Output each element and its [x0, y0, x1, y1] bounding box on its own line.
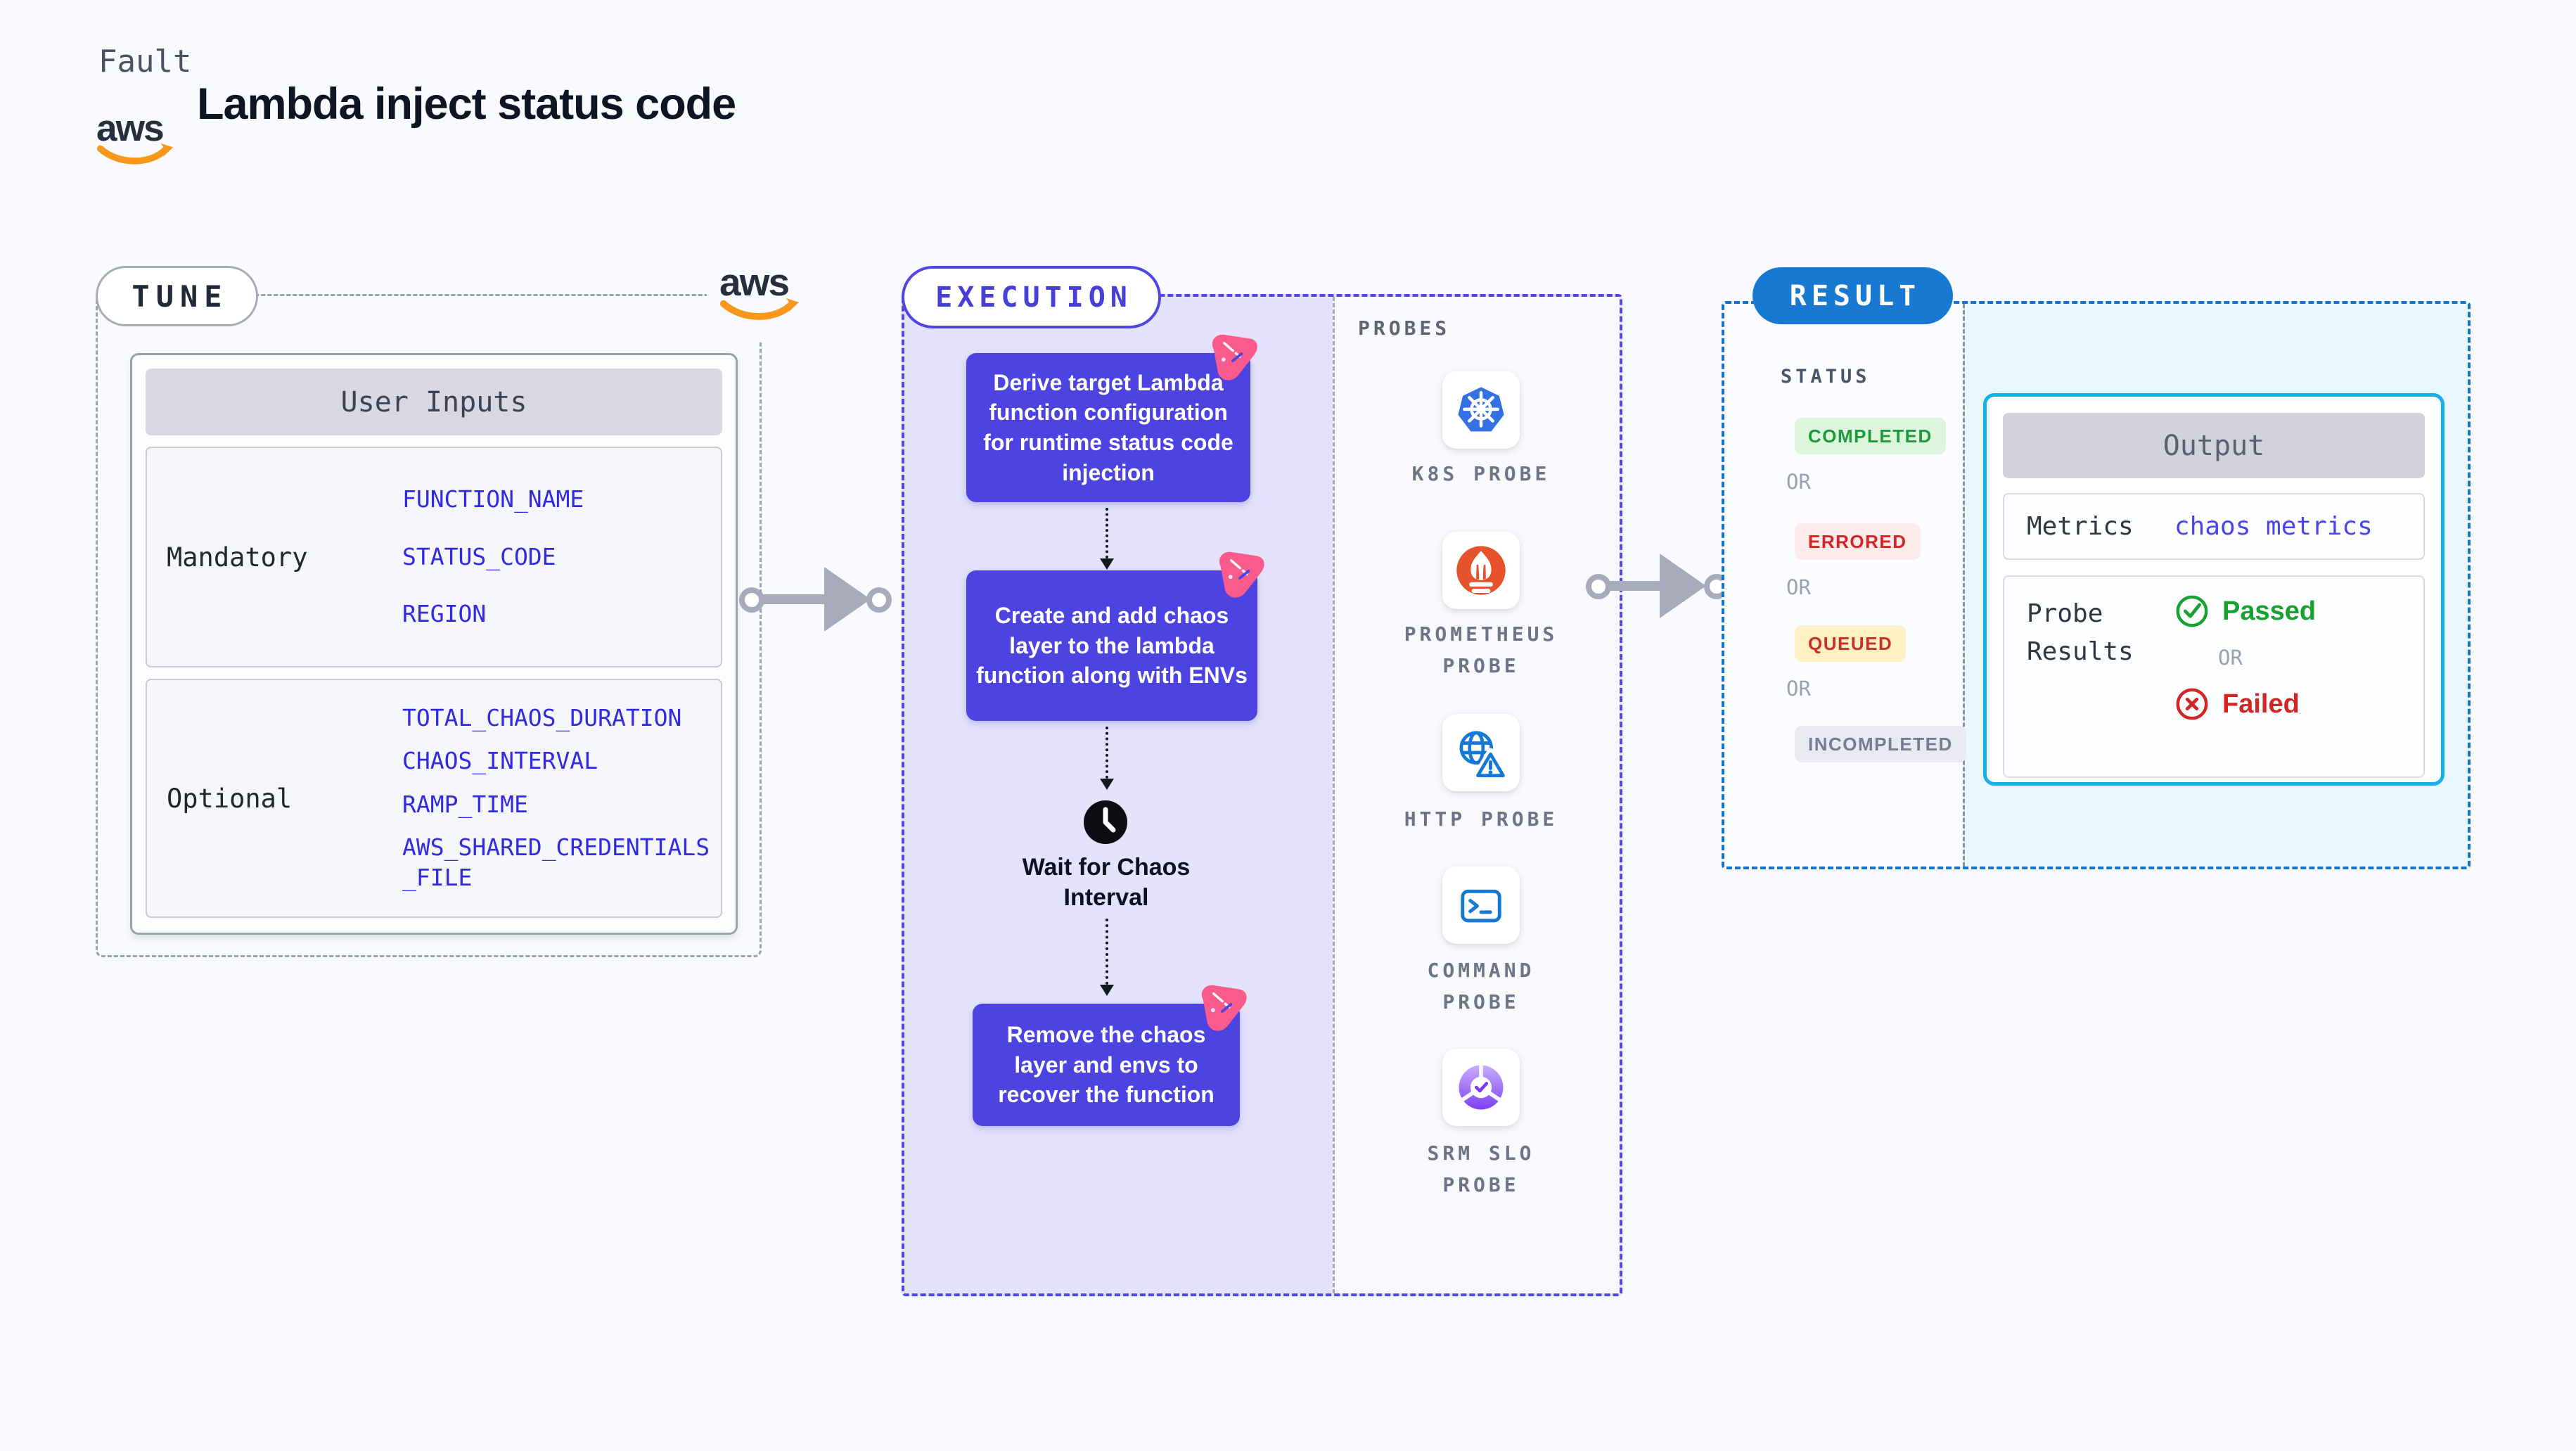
wait-for-chaos-interval-label: Wait for Chaos Interval: [1022, 854, 1191, 911]
or-separator: OR: [1786, 575, 1811, 599]
page-title: Lambda inject status code: [197, 79, 736, 129]
prometheus-icon: [1442, 532, 1520, 609]
env-var: RAMP_TIME: [402, 790, 528, 818]
passed-row: Passed: [2174, 594, 2316, 629]
failed-label: Failed: [2222, 689, 2300, 719]
status-badge-completed: COMPLETED: [1795, 418, 1946, 454]
chaos-icon: [1212, 334, 1257, 381]
http-globe-warning-icon: [1442, 714, 1520, 791]
env-var: AWS_SHARED_CREDENTIALS_FILE: [402, 833, 710, 892]
status-badge-queued: QUEUED: [1795, 625, 1907, 662]
svg-text:aws: aws: [719, 260, 788, 304]
env-var: STATUS_CODE: [402, 542, 556, 570]
probe-results-values: Passed OR Failed: [2174, 577, 2316, 776]
failed-row: Failed: [2174, 686, 2316, 722]
flow-arrowhead: [1100, 779, 1114, 790]
output-card: Output Metrics chaos metrics Probe Resul…: [1983, 393, 2444, 786]
step-text: Create and add chaos layer to the lambda…: [976, 603, 1248, 689]
x-circle-icon: [2176, 688, 2208, 720]
check-circle-icon: [2176, 595, 2208, 627]
probe-label: PROMETHEUS PROBE: [1404, 622, 1558, 677]
mandatory-env-list: FUNCTION_NAME STATUS_CODE REGION: [402, 448, 721, 666]
probe-label: K8S PROBE: [1411, 462, 1551, 485]
output-header: Output: [2003, 413, 2425, 478]
env-var: REGION: [402, 599, 487, 627]
mandatory-label: Mandatory: [167, 542, 308, 573]
terminal-icon: [1442, 867, 1520, 944]
probes-title: PROBES: [1358, 317, 1451, 340]
chaos-icon: [1219, 551, 1264, 598]
mandatory-inputs-row: Mandatory FUNCTION_NAME STATUS_CODE REGI…: [146, 447, 722, 667]
user-inputs-card: User Inputs Mandatory FUNCTION_NAME STAT…: [130, 353, 738, 935]
metrics-label: Metrics: [2027, 511, 2134, 541]
result-section-pill: RESULT: [1752, 267, 1953, 324]
step-remove-chaos-layer: Remove the chaos layer and envs to recov…: [973, 985, 1247, 1126]
srm-slo-gauge-icon: [1442, 1049, 1520, 1126]
flow-connector: [1106, 508, 1108, 558]
probe-label: COMMAND PROBE: [1427, 959, 1535, 1014]
status-badge-incompleted: INCOMPLETED: [1795, 726, 1966, 762]
flow-connector: [1106, 919, 1108, 985]
kubernetes-icon: [1442, 371, 1520, 449]
fault-type-label: Fault: [98, 44, 192, 79]
status-badge-errored: ERRORED: [1795, 523, 1921, 560]
env-var: TOTAL_CHAOS_DURATION: [402, 703, 682, 731]
tune-section-pill: TUNE: [96, 266, 258, 326]
optional-label: Optional: [167, 783, 293, 814]
probe-results-label: Probe Results: [2027, 599, 2134, 666]
user-inputs-header: User Inputs: [146, 369, 722, 435]
aws-logo-tune: aws: [707, 248, 814, 340]
chaos-icon: [1201, 985, 1247, 1031]
flow-connector: [1106, 727, 1108, 779]
or-separator: OR: [2218, 646, 2243, 670]
or-separator: OR: [1786, 470, 1811, 494]
or-separator: OR: [1786, 677, 1811, 701]
passed-label: Passed: [2222, 596, 2317, 626]
clock-icon: [1084, 800, 1127, 844]
probe-results-row: Probe Results Passed OR Failed: [2003, 575, 2425, 778]
metrics-row: Metrics chaos metrics: [2003, 493, 2425, 560]
flow-arrowhead: [1100, 558, 1114, 570]
step-text: Derive target Lambda function configurat…: [983, 369, 1233, 485]
env-var: CHAOS_INTERVAL: [402, 747, 598, 775]
optional-inputs-row: Optional TOTAL_CHAOS_DURATION CHAOS_INTE…: [146, 679, 722, 918]
probes-panel: [1333, 297, 1620, 1293]
step-derive-config: Derive target Lambda function configurat…: [966, 334, 1257, 502]
optional-env-list: TOTAL_CHAOS_DURATION CHAOS_INTERVAL RAMP…: [402, 680, 721, 916]
metrics-value: chaos metrics: [2174, 512, 2373, 541]
step-add-chaos-layer: Create and add chaos layer to the lambda…: [966, 551, 1264, 721]
svg-text:aws: aws: [96, 108, 163, 149]
tune-section-box: [96, 294, 762, 957]
flow-arrowhead: [1100, 985, 1114, 996]
probe-label: HTTP PROBE: [1404, 807, 1558, 831]
execution-section-pill: EXECUTION: [902, 266, 1161, 328]
aws-logo: aws: [96, 106, 176, 173]
status-title: STATUS: [1781, 366, 1871, 388]
probe-label: SRM SLO PROBE: [1427, 1142, 1535, 1196]
step-text: Remove the chaos layer and envs to recov…: [998, 1022, 1215, 1108]
env-var: FUNCTION_NAME: [402, 485, 584, 513]
